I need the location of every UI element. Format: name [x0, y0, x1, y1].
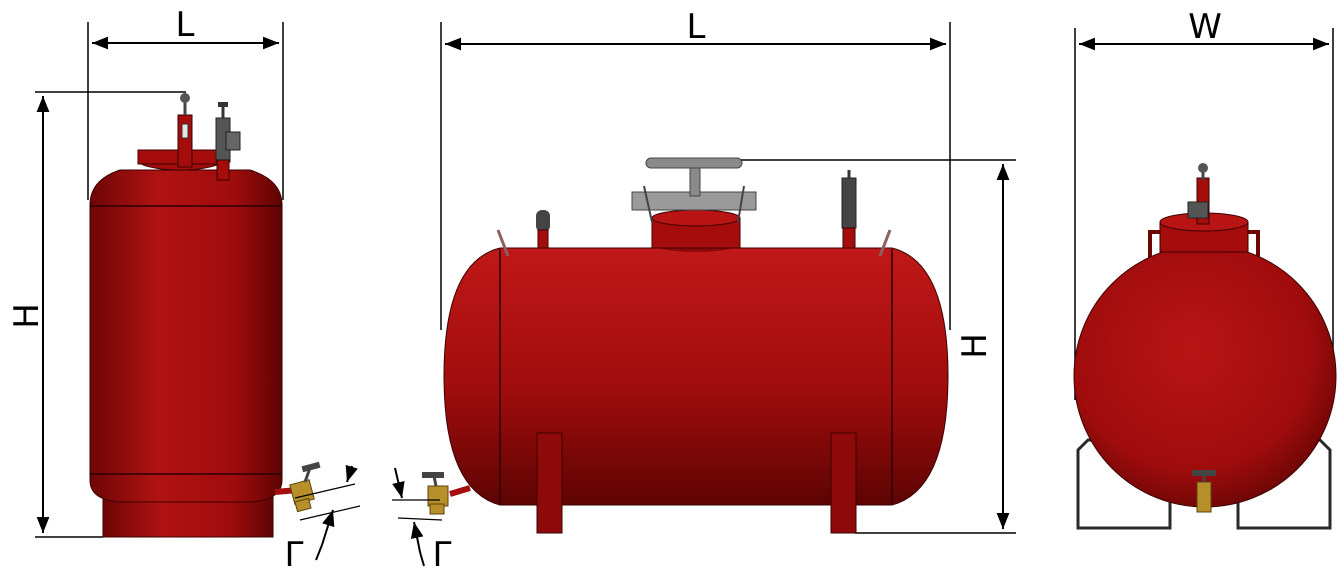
vertical-valve-icon — [215, 102, 241, 181]
vertical-drain-dimension: Γ — [285, 464, 361, 569]
horizontal-tank-leg-left — [536, 432, 563, 534]
end-tank-body — [1073, 244, 1337, 508]
horizontal-tank-view: L H — [392, 7, 1016, 569]
horizontal-height-label: H — [955, 333, 995, 359]
horizontal-left-fitting-icon — [496, 210, 550, 257]
end-drain-valve-icon — [1192, 470, 1216, 513]
end-width-dimension: W — [1074, 7, 1334, 400]
vertical-tank-body — [89, 169, 283, 503]
horizontal-length-label: L — [687, 7, 706, 47]
vertical-drain-label: Γ — [285, 535, 304, 569]
end-top-fitting-icon — [1187, 163, 1210, 225]
horizontal-tank-body — [443, 247, 949, 506]
vertical-width-label: L — [176, 5, 195, 45]
end-width-label: W — [1188, 7, 1222, 47]
vertical-width-dimension: L — [87, 5, 284, 200]
horizontal-drain-valve-icon — [422, 472, 471, 515]
horizontal-drain-dimension: Γ — [392, 467, 452, 569]
vertical-height-dimension: H — [7, 91, 186, 538]
vertical-tank-view: L H — [7, 5, 361, 569]
horizontal-height-dimension: H — [740, 159, 1016, 534]
t-handle-icon — [631, 157, 757, 223]
horizontal-right-valve-icon — [841, 170, 892, 257]
end-view-tank: W — [1073, 7, 1337, 530]
horizontal-drain-label: Γ — [433, 535, 452, 569]
horizontal-length-dimension: L — [440, 7, 951, 330]
vertical-height-label: H — [7, 303, 47, 329]
horizontal-tank-leg-right — [830, 432, 857, 534]
vertical-gauge-icon — [177, 114, 193, 168]
